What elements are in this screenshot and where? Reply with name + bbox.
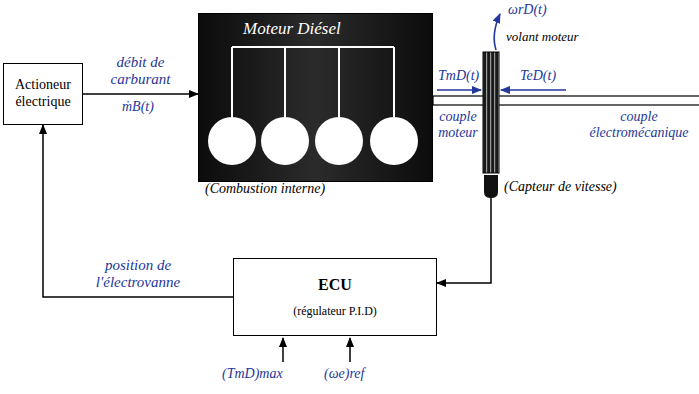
shaft (433, 96, 699, 105)
actuator-box: Actioneur électrique (3, 63, 83, 125)
annotation-label: couple moteur (434, 109, 482, 141)
flywheel (483, 52, 499, 173)
manifold-line (284, 47, 286, 117)
input-arrow (349, 338, 351, 362)
ecu-title: ECU (318, 276, 352, 294)
node-text: (Capteur de vitesse) (504, 179, 617, 195)
manifold-line (231, 47, 233, 117)
annotation-label: (TmD)max (222, 366, 283, 382)
node-text: (régulateur P.I.D) (293, 304, 377, 319)
cylinder (208, 117, 256, 165)
annotation-label: ωrD(t) (508, 2, 547, 18)
signal-arrow (43, 125, 233, 297)
annotation-label: couple électromécanique (583, 109, 695, 141)
annotation-label: (ωe)ref (324, 366, 364, 382)
annotation-label: (Combustion interne) (205, 181, 325, 197)
annotation-label: TmD(t) (438, 68, 479, 84)
annotation-label: TeD(t) (520, 68, 556, 84)
cylinder (261, 117, 309, 165)
sensor-body (484, 175, 498, 198)
annotation-label: volant moteur (506, 30, 579, 45)
edge-label: débit de carburant (111, 54, 171, 88)
sensor-block (484, 175, 498, 198)
node-text: Moteur Diésel (199, 14, 432, 39)
edge-label: position de l'électrovanne (88, 257, 188, 291)
manifold-line (338, 47, 340, 117)
ecu-box: ECU (régulateur P.I.D) (233, 258, 437, 336)
speed-arrow (494, 14, 500, 50)
signal-arrow (83, 93, 198, 95)
cylinder (315, 117, 363, 165)
manifold-line (393, 47, 395, 117)
torque-arrow (437, 89, 481, 91)
torque-arrow (501, 89, 566, 91)
speed-sensor: (Capteur de vitesse) (484, 175, 617, 198)
manifold-line (232, 46, 394, 48)
signal-arrow (437, 198, 491, 283)
input-arrow (282, 338, 284, 362)
cylinder-art (199, 14, 434, 177)
annotation-label: ṁB(t) (122, 99, 154, 115)
cylinder (370, 117, 418, 165)
node-text: Actioneur électrique (10, 77, 76, 111)
engine-block: Moteur Diésel (198, 13, 433, 182)
